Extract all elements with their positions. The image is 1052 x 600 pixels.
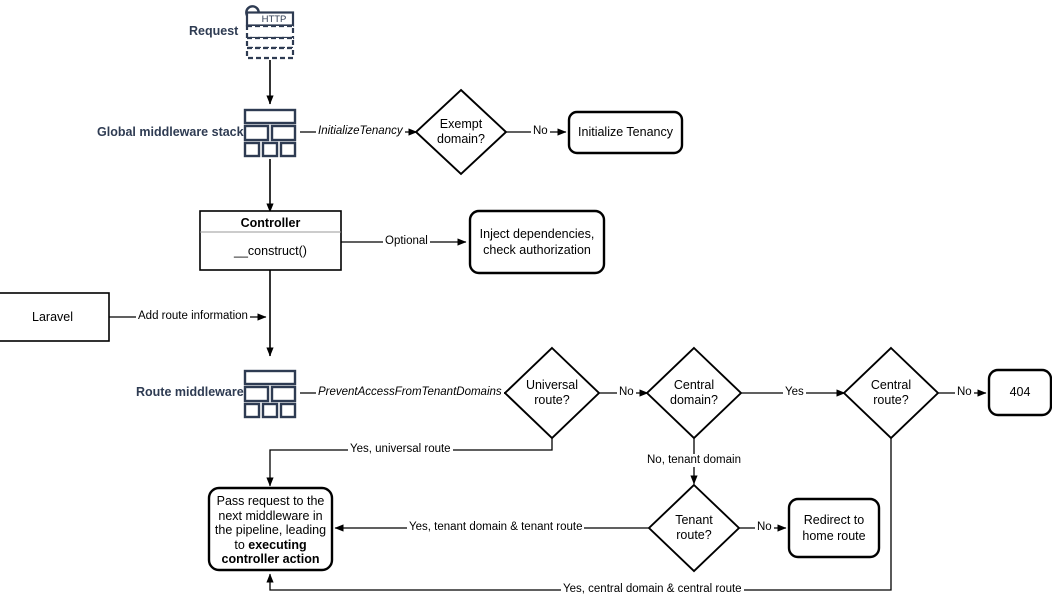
edge-label-yes-tenant-domain-tenant-route: Yes, tenant domain & tenant route: [407, 521, 585, 534]
middleware-stack-icon-global: [243, 108, 297, 158]
edge-label-yes-central-domain-central-route: Yes, central domain & central route: [561, 583, 744, 596]
edge-label-central-route-no: No: [955, 386, 974, 399]
edge-label-exempt-no: No: [531, 125, 550, 138]
label-route-middleware: Route middleware: [136, 385, 244, 399]
edge-label-universal-no: No: [617, 386, 636, 399]
shape-central-domain: [645, 346, 743, 440]
edge-label-add-route-information: Add route information: [136, 310, 250, 323]
edge-label-yes-universal-route: Yes, universal route: [348, 443, 453, 456]
edge-label-central-domain-yes: Yes: [783, 386, 806, 399]
shape-tenant-route: [647, 483, 741, 573]
shape-inject-dependencies: [468, 209, 606, 275]
shape-central-route: [842, 346, 940, 440]
label-global-middleware-stack: Global middleware stack: [97, 125, 244, 139]
shape-404: [987, 368, 1052, 417]
shape-initialize-tenancy: [567, 110, 684, 155]
shape-universal-route: [503, 346, 601, 440]
shape-exempt-domain: [414, 88, 508, 176]
shape-controller: [199, 210, 342, 271]
label-request: Request: [189, 24, 239, 38]
edge-label-prevent-access: PreventAccessFromTenantDomains: [316, 386, 504, 399]
shape-laravel: [0, 292, 110, 342]
middleware-stack-icon-route: [243, 369, 297, 419]
edge-label-tenant-route-no: No: [755, 521, 774, 534]
edge-label-initialize-tenancy: InitializeTenancy: [316, 125, 405, 138]
edge-label-optional: Optional: [383, 235, 430, 248]
shape-redirect-home: [787, 497, 881, 559]
node-controller-title: Controller: [240, 216, 301, 230]
http-request-icon: [245, 5, 295, 60]
shape-pass-request: [207, 486, 334, 572]
edge-label-no-tenant-domain: No, tenant domain: [645, 454, 743, 467]
